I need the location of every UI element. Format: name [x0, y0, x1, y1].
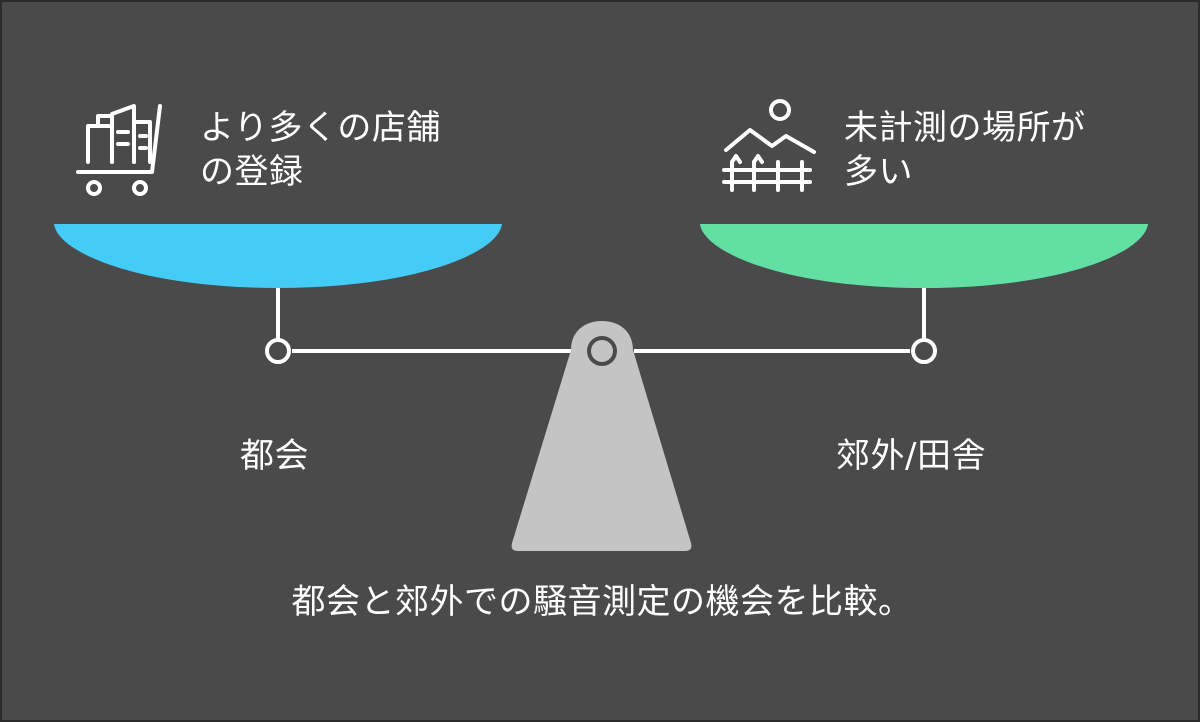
- landscape-fence-icon: [722, 99, 816, 192]
- right-joint: [911, 338, 937, 364]
- left-pan: [54, 224, 502, 288]
- pivot: [587, 336, 617, 366]
- right-side-label: 郊外/田舎: [836, 436, 986, 476]
- left-joint: [265, 338, 291, 364]
- right-pan-title: 未計測の場所が 多い: [844, 108, 1086, 192]
- diagram-caption: 都会と郊外での騒音測定の機会を比較。: [291, 582, 913, 622]
- left-side-label: 都会: [240, 436, 309, 476]
- shopping-cart-buildings-icon: [76, 104, 162, 196]
- fulcrum: [511, 321, 692, 551]
- right-pan: [700, 224, 1148, 288]
- left-pan-title: より多くの店舗 の登録: [200, 108, 441, 192]
